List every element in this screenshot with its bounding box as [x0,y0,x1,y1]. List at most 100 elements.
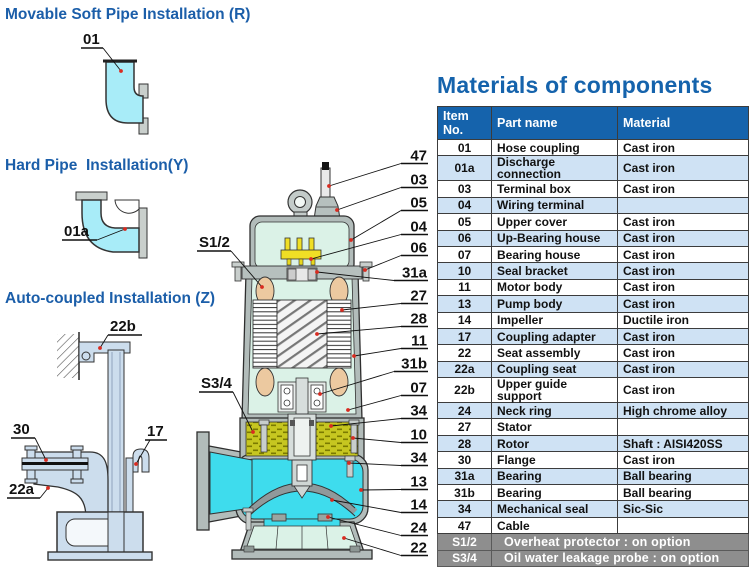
callout-17: 17 [134,423,167,466]
material-cell: Cast iron [617,180,749,198]
callout-pump-11-8: 11 [352,333,428,358]
callout-labels: 470305040631a27281131b0734103413142422S1… [7,31,428,557]
svg-text:14: 14 [410,497,427,514]
item-no-cell: 01 [437,138,492,157]
item-no-cell: 28 [437,434,492,453]
cable-part [320,167,331,199]
material-cell: Sic-Sic [617,500,749,518]
material-cell: Cast iron [617,377,749,404]
svg-text:34: 34 [410,450,427,467]
movable-soft-pipe-diagram [103,59,149,135]
callout-S3/4: S3/4 [199,375,255,434]
item-no-cell: S1/2 [437,533,492,551]
material-cell: Ball bearing [617,467,749,486]
hose-coupling-part [105,61,144,124]
svg-text:31b: 31b [401,356,427,373]
section-title-hard-pipe: Hard Pipe Installation(Y) [5,157,189,174]
part-name-cell: Wiring terminal [491,196,618,215]
coupling-adapter-part [125,448,150,517]
flange-part [21,445,89,484]
callout-pump-22-17: 22 [342,536,428,557]
callout-22a: 22a [7,481,50,499]
auto-coupled-diagram [21,332,153,561]
material-cell: Ball bearing [617,484,749,502]
material-cell: Shaft : AISI420SS [617,434,749,453]
callout-pump-13-14: 13 [359,474,428,492]
part-name-cell: Terminal box [491,180,618,198]
discharge-connection-part [81,199,140,253]
part-name-cell: Motor body [491,278,618,297]
svg-text:S1/2: S1/2 [199,234,230,251]
material-cell: Cast iron [617,229,749,247]
svg-text:13: 13 [410,474,427,491]
material-cell [617,516,749,535]
callout-pump-34-11: 34 [329,403,428,428]
material-cell: Cast iron [617,451,749,469]
svg-text:47: 47 [410,148,427,165]
svg-text:17: 17 [147,423,164,440]
callout-pump-03-1: 03 [335,172,428,212]
neck-ring-part [271,513,287,522]
svg-text:27: 27 [410,288,427,305]
item-no-cell: 07 [437,245,492,264]
item-no-cell: 31b [437,484,492,502]
option-desc-cell: Overheat protector : on option [491,533,749,551]
callout-pump-27-6: 27 [340,288,428,312]
item-no-cell: S3/4 [437,549,492,567]
hard-pipe-diagram [75,191,148,259]
section-title-auto-coupled: Auto-coupled Installation (Z) [5,290,216,307]
callout-pump-24-16: 24 [326,515,428,537]
lower-bearing-part [277,377,327,417]
callout-01: 01 [81,31,123,73]
callout-pump-47-0: 47 [327,148,428,188]
callout-01a: 01a [62,223,127,241]
item-no-cell: 22b [437,377,492,404]
item-no-cell: 24 [437,402,492,420]
part-name-cell: Bearing [491,484,618,502]
svg-text:01: 01 [83,31,100,48]
part-name-cell: Coupling seat [491,360,618,379]
svg-text:11: 11 [411,333,427,350]
discharge-pipe [209,451,253,515]
callout-30: 30 [11,421,48,462]
part-name-cell: Impeller [491,311,618,329]
material-cell: Cast iron [617,262,749,280]
material-cell: Cast iron [617,344,749,362]
item-no-cell: 11 [437,278,492,297]
mechanical-seal-part [287,413,317,461]
material-cell: Cast iron [617,278,749,297]
callout-pump-14-15: 14 [330,497,428,514]
part-name-cell: Upper guide support [491,377,618,404]
svg-text:22b: 22b [110,318,136,335]
svg-text:34: 34 [410,403,427,420]
item-no-cell: 30 [437,451,492,469]
svg-text:22a: 22a [9,481,35,498]
svg-text:22: 22 [410,540,427,557]
svg-text:10: 10 [410,427,427,444]
item-no-cell: 03 [437,180,492,198]
section-title-movable-soft-pipe: Movable Soft Pipe Installation (R) [5,6,251,23]
callout-pump-07-10: 07 [346,380,428,412]
material-cell: Ductile iron [617,311,749,329]
part-name-cell: Coupling adapter [491,327,618,346]
part-name-cell: Upper cover [491,213,618,231]
header-item-no: Item No. [437,106,492,140]
material-cell: Cast iron [617,155,749,182]
svg-text:05: 05 [410,195,427,212]
item-no-cell: 01a [437,155,492,182]
item-no-cell: 13 [437,295,492,313]
